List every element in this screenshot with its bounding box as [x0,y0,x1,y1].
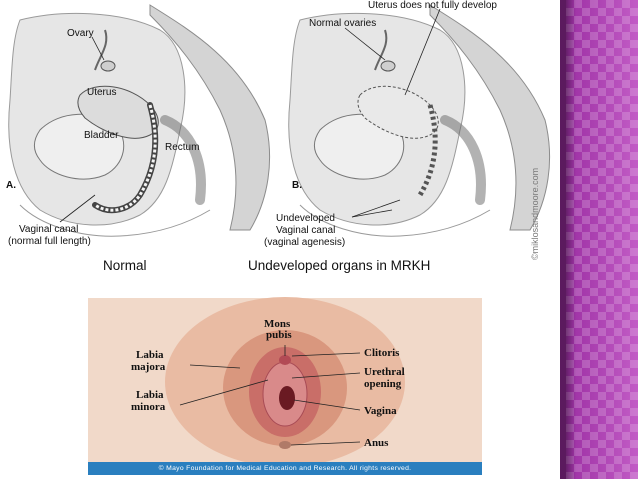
decorative-sidebar [566,0,638,479]
undeveloped-vaginal-canal-label: Vaginal canal [276,225,335,236]
vaginal-agenesis-label: (vaginal agenesis) [264,237,345,248]
undeveloped-label: Undeveloped [276,213,335,224]
normal-caption: Normal [103,258,147,273]
uterus-label: Uterus [87,87,116,98]
clitoris-label: Clitoris [364,347,400,359]
vaginal-canal-sublabel: (normal full length) [8,236,91,247]
anus-label: Anus [364,437,389,449]
urethral-label: Urethral [364,366,405,378]
normal-ovaries-label: Normal ovaries [309,18,376,29]
uterus-note-label: Uterus does not fully develop [368,0,497,11]
ovary-label: Ovary [67,28,94,39]
pubis-label: pubis [266,329,292,341]
labia-minora-label-1: Labia [136,389,164,401]
panel-b-illustration [289,5,550,236]
labia-minora-label-2: minora [131,401,166,413]
rectum-label: Rectum [165,142,199,153]
opening-label: opening [364,378,402,390]
bladder-label: Bladder [84,130,119,141]
copyright-bar: © Mayo Foundation for Medical Education … [88,462,482,475]
panel-a-marker: A. [6,180,16,191]
labia-majora-label-2: majora [131,361,166,373]
sidebar-shade [566,0,576,479]
mrkh-caption: Undeveloped organs in MRKH [248,258,430,273]
vaginal-canal-label: Vaginal canal [19,224,78,235]
vagina-label: Vagina [364,405,397,417]
watermark-text: ©miklosandmoore.com [530,160,542,260]
panel-b-marker: B. [292,180,302,191]
labia-majora-label-1: Labia [136,349,164,361]
panel-a-illustration [9,5,270,236]
